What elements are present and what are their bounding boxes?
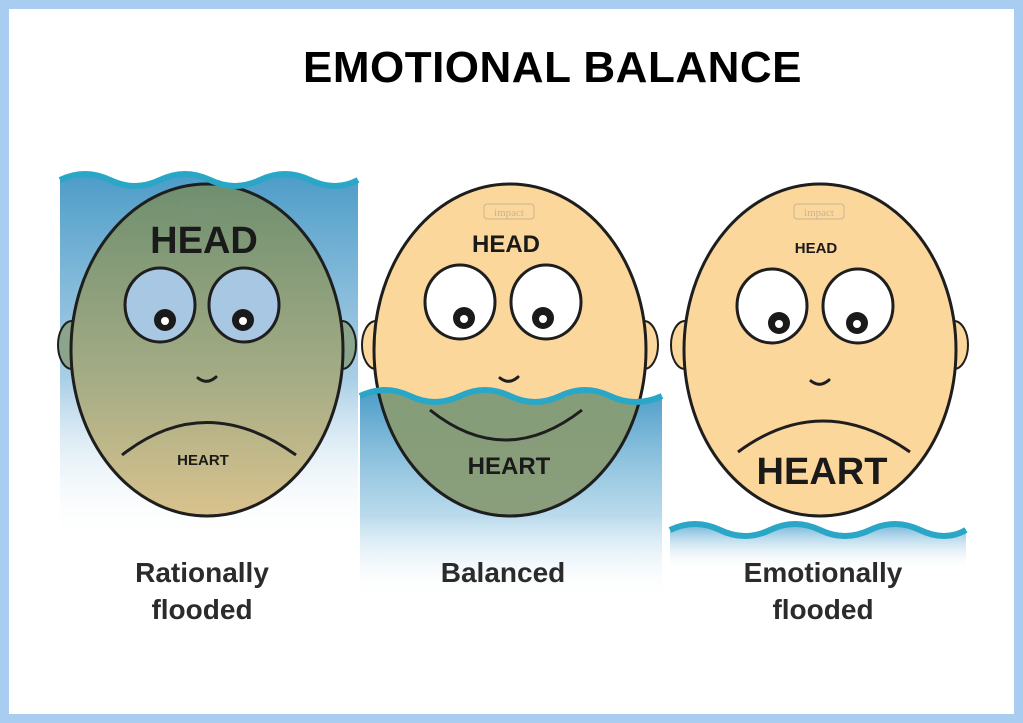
caption-line: Balanced <box>440 557 566 588</box>
left-eye <box>123 266 197 344</box>
panel-emotionally-flooded: impact HEAD HEART <box>668 182 969 570</box>
mouth-frown <box>737 419 911 454</box>
watermark-text: impact <box>804 207 834 219</box>
caption-line: Emotionally <box>743 557 903 588</box>
right-pupil-highlight <box>853 320 861 328</box>
water-wave <box>58 171 360 189</box>
right-pupil-highlight <box>239 317 247 325</box>
caption-emotionally-flooded: Emotionally flooded <box>713 554 933 628</box>
watermark-badge <box>483 203 535 220</box>
caption-line: Rationally <box>135 557 269 588</box>
nose <box>196 375 218 383</box>
water-body <box>670 524 966 570</box>
right-pupil-highlight <box>539 315 547 323</box>
head-label: HEAD <box>472 231 540 258</box>
panel-rationally-flooded: impact HEAD HEART <box>57 171 360 545</box>
caption-rationally-flooded: Rationally flooded <box>102 554 302 628</box>
watermark-badge <box>793 203 845 220</box>
head-label: HEAD <box>795 240 838 257</box>
caption-line: flooded <box>772 594 874 625</box>
face <box>682 182 958 518</box>
face-flooded-part <box>372 390 648 518</box>
left-eye <box>735 267 809 345</box>
heart-label: HEART <box>757 451 888 493</box>
watermark-badge <box>181 201 231 218</box>
watermark-text: impact <box>191 205 221 217</box>
panel-balanced: impact HEAD HEART <box>358 182 664 600</box>
water-wave <box>358 387 664 405</box>
left-pupil-highlight <box>460 315 468 323</box>
head-label: HEAD <box>150 220 258 262</box>
heart-label: HEART <box>468 453 551 480</box>
page-title: EMOTIONAL BALANCE <box>302 43 802 92</box>
mouth-frown <box>121 421 297 457</box>
mouth-smile <box>429 408 583 442</box>
caption-balanced: Balanced <box>403 554 603 591</box>
nose <box>498 375 520 383</box>
face <box>69 182 345 518</box>
right-eye <box>509 263 583 341</box>
right-eye <box>821 267 895 345</box>
water-wave <box>668 521 968 539</box>
nose <box>809 378 831 386</box>
right-eye <box>207 266 281 344</box>
watermark-text: impact <box>494 207 524 219</box>
left-pupil-highlight <box>161 317 169 325</box>
left-pupil-highlight <box>775 320 783 328</box>
heart-label: HEART <box>177 452 229 469</box>
left-eye <box>423 263 497 341</box>
caption-line: flooded <box>151 594 253 625</box>
